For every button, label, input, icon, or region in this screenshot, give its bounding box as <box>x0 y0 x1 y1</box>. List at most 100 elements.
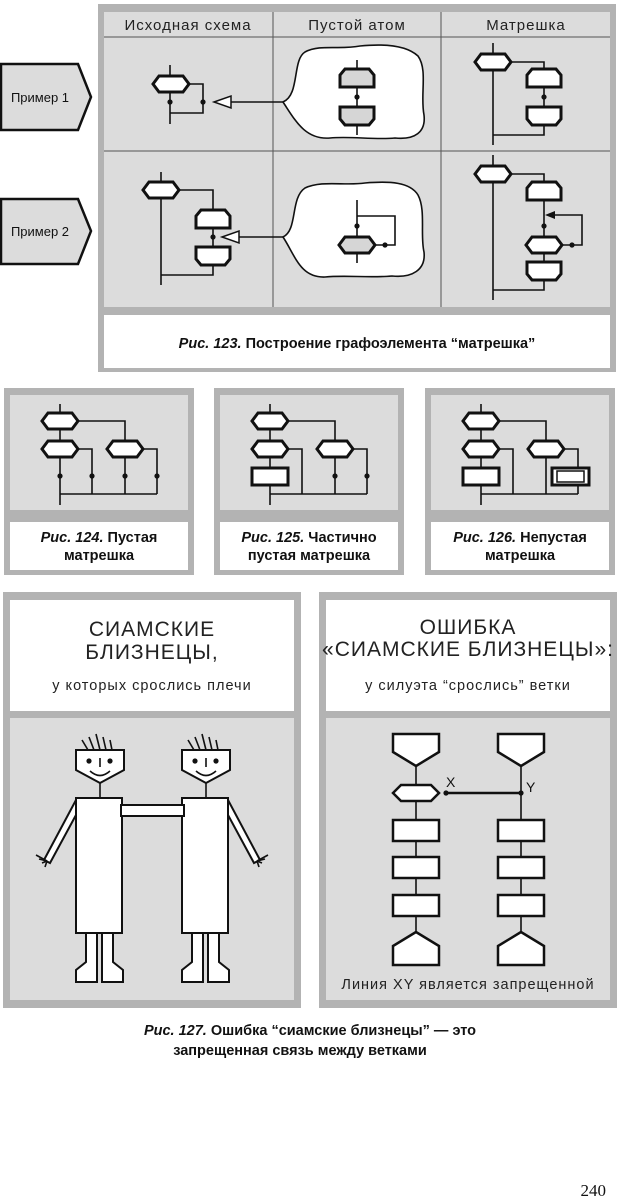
connector-line <box>102 736 107 751</box>
caption-number: Рис. 124. <box>41 530 104 546</box>
junction-dot <box>213 758 219 764</box>
right-title-line2: «СИАМСКИЕ БЛИЗНЕЦЫ»: <box>322 638 614 661</box>
connector-line <box>95 733 101 751</box>
branches-diagram <box>391 732 546 967</box>
branch-head-shape <box>496 732 546 768</box>
figure-caption: Рис. 124. Пустая <box>41 530 158 546</box>
leg <box>101 932 124 983</box>
figure-caption: Рис. 125. Частично <box>241 530 376 546</box>
junction-dot <box>107 758 113 764</box>
connector-line <box>38 858 48 862</box>
junction-dot <box>89 473 95 479</box>
caption-text: Непустая <box>520 530 587 546</box>
action-box <box>391 855 441 880</box>
hexagon-branch-shape <box>105 439 145 459</box>
hexagon-branch-shape <box>315 439 355 459</box>
connector-line <box>288 420 336 441</box>
junction-dot <box>382 242 388 248</box>
figure-124: Рис. 124. Пустая матрешка <box>4 388 194 575</box>
junction-dot <box>354 223 360 229</box>
left-title-line2: БЛИЗНЕЦЫ, <box>85 641 218 664</box>
junction-dot <box>443 790 449 796</box>
cloud-empty-atom <box>281 44 425 140</box>
caption-number: Рис. 127. <box>144 1023 207 1039</box>
caption-number: Рис. 123. <box>179 336 242 352</box>
connector-line <box>170 83 204 114</box>
hexagon-branch-shape <box>524 235 564 255</box>
junction-dot <box>364 473 370 479</box>
smile <box>89 770 111 777</box>
figure-diagram-area <box>10 395 188 510</box>
action-box <box>250 466 290 487</box>
branch-head-shape <box>338 67 376 89</box>
label-y: Y <box>526 779 536 795</box>
stick-person <box>35 733 125 983</box>
figure-caption-line2: матрешка <box>64 548 135 564</box>
connector-line <box>499 448 514 494</box>
connector-line <box>353 448 368 494</box>
siamese-twins-drawing <box>35 733 269 983</box>
hexagon-branch-shape <box>526 439 566 459</box>
arrow-icon <box>545 211 555 219</box>
figure-126: Рис. 126. Непустая матрешка <box>425 388 615 575</box>
junction-dot <box>57 473 63 479</box>
connector-line <box>201 733 207 751</box>
hexagon-branch-shape <box>473 164 513 184</box>
figure-caption-line2: пустая матрешка <box>248 548 371 564</box>
hexagon-branch-shape <box>40 411 80 431</box>
junction-dot <box>86 758 92 764</box>
junction-dot <box>541 223 547 229</box>
hexagon-branch-shape <box>391 783 441 803</box>
hexagon-branch-shape <box>151 74 191 94</box>
junction-dot <box>569 242 575 248</box>
column-header: Матрешка <box>486 17 566 34</box>
caption-text: Пустая <box>108 530 158 546</box>
right-title-line1: ОШИБКА <box>420 616 517 639</box>
figure-caption: Рис. 126. Непустая <box>453 530 587 546</box>
connector-line <box>44 860 48 868</box>
branch-end-shape <box>525 105 563 127</box>
action-box <box>391 893 441 918</box>
figure-caption-line2: запрещенная связь между ветками <box>173 1043 427 1059</box>
branch-end-shape <box>391 930 441 967</box>
connector-line <box>493 173 545 291</box>
double-border-box <box>550 466 591 487</box>
inner-border <box>556 470 585 483</box>
forbidden-line-note: Линия XY является запрещенной <box>341 977 594 993</box>
smile <box>195 770 217 777</box>
hexagon-branch-shape <box>461 411 501 431</box>
figure-diagram-area <box>220 395 398 510</box>
example-2-label: Пример 2 <box>0 197 93 266</box>
connector-line <box>215 739 219 751</box>
connector-line <box>78 420 126 441</box>
branch-end-shape <box>496 930 546 967</box>
junction-dot <box>167 99 173 105</box>
branch-end-shape <box>338 105 376 127</box>
arm <box>42 799 77 865</box>
figure-caption: Рис. 123. Построение графоэлемента “матр… <box>179 336 536 352</box>
leg <box>207 932 230 983</box>
leg <box>75 932 98 983</box>
hexagon-branch-shape <box>40 439 80 459</box>
branch-end-shape <box>194 245 232 267</box>
connector-line <box>109 739 113 751</box>
connector-line <box>81 739 89 751</box>
hexagon-branch-shape <box>461 439 501 459</box>
connector-line <box>161 189 214 276</box>
stick-person <box>181 733 269 983</box>
caption-text: Частично <box>308 530 377 546</box>
body <box>75 797 123 934</box>
branch-head-shape <box>391 732 441 768</box>
hexagon-branch-shape <box>337 235 377 255</box>
right-subtitle: у силуэта “срослись” ветки <box>365 678 571 694</box>
cloud-empty-atom <box>281 181 425 278</box>
junction-dot <box>354 94 360 100</box>
body <box>181 797 229 934</box>
figure-diagram-area <box>431 395 609 510</box>
branch-head-shape <box>194 208 232 230</box>
column-header: Пустой атом <box>308 17 406 34</box>
figure-caption-line2: матрешка <box>485 548 556 564</box>
example-label: Пример 1 <box>11 90 69 105</box>
figure-125: Рис. 125. Частично пустая матрешка <box>214 388 404 575</box>
